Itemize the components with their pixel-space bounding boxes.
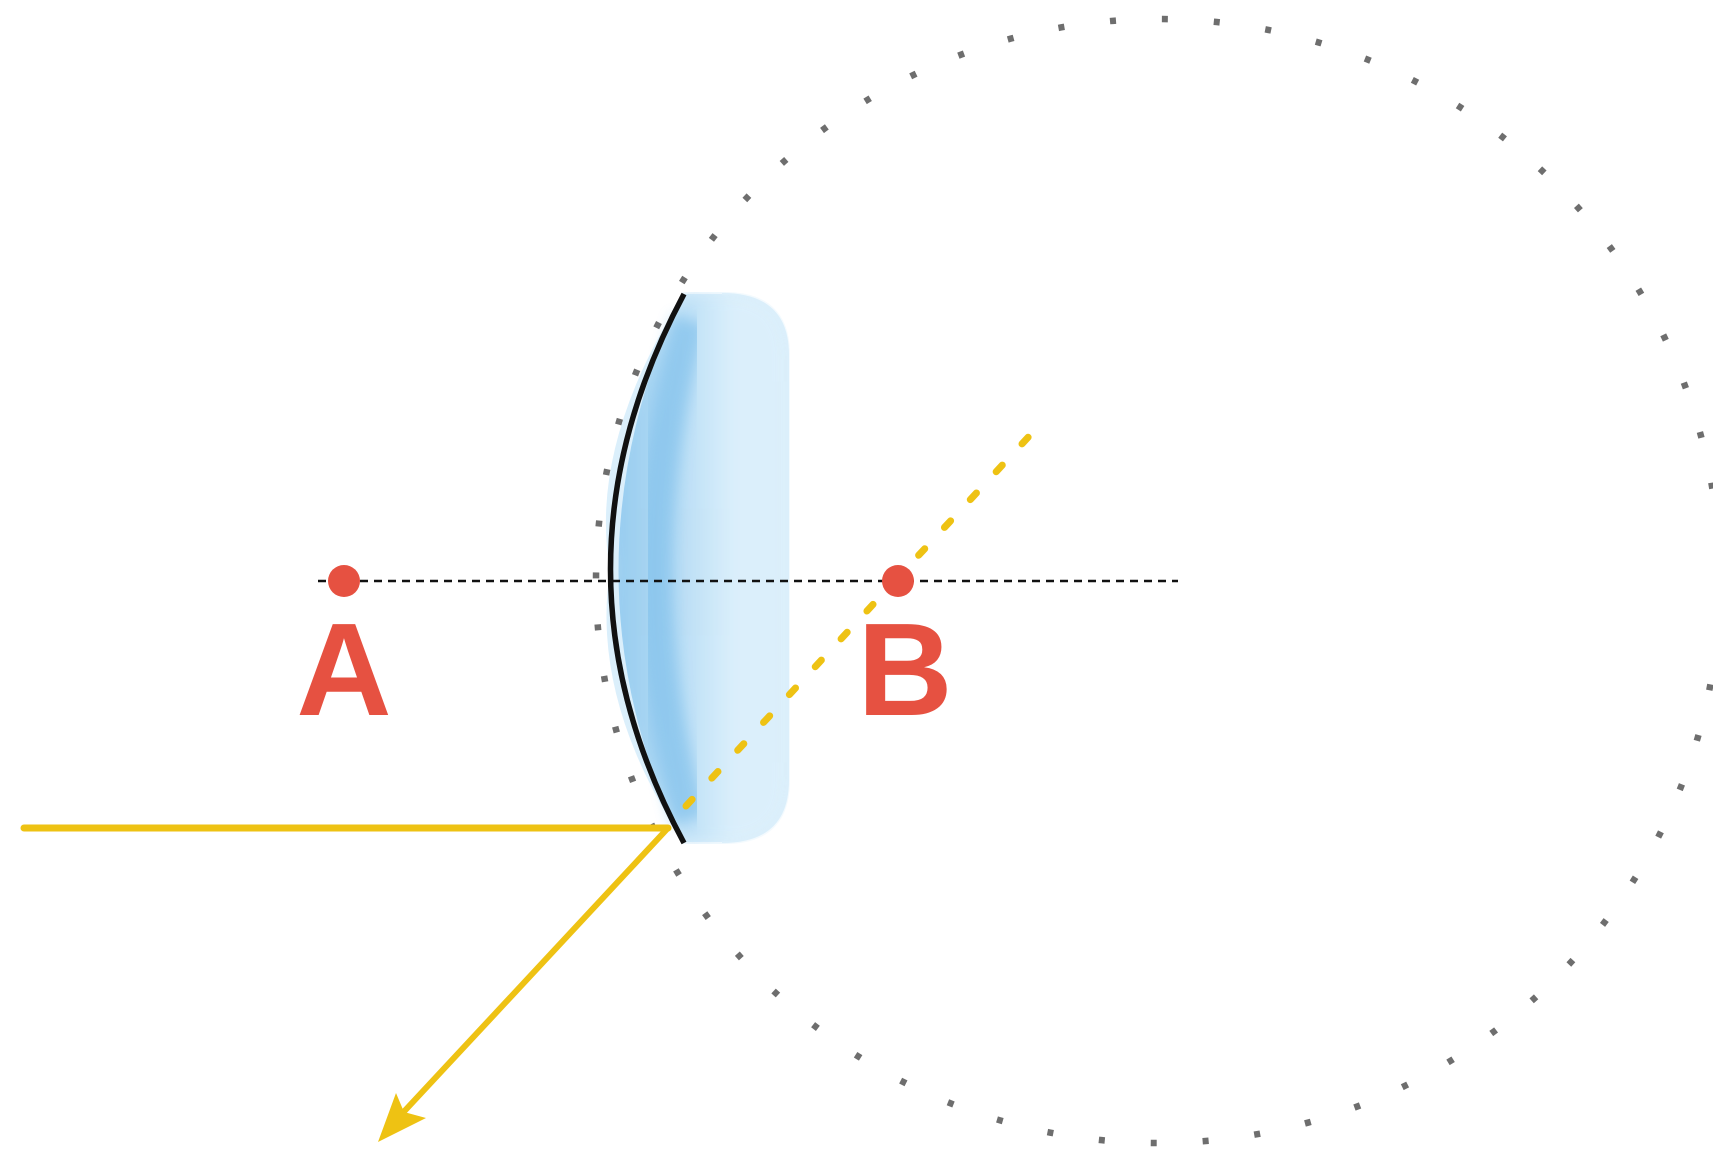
mirror-surface (607, 292, 687, 845)
reflected-ray (395, 825, 671, 1121)
arrowhead-icon (378, 1093, 426, 1142)
point-a-label: A (296, 596, 391, 743)
point-b (882, 565, 914, 597)
point-b-label: B (857, 596, 952, 743)
mirror-glass (605, 293, 789, 843)
point-a (328, 565, 360, 597)
virtual-ray-extension (682, 414, 1050, 810)
